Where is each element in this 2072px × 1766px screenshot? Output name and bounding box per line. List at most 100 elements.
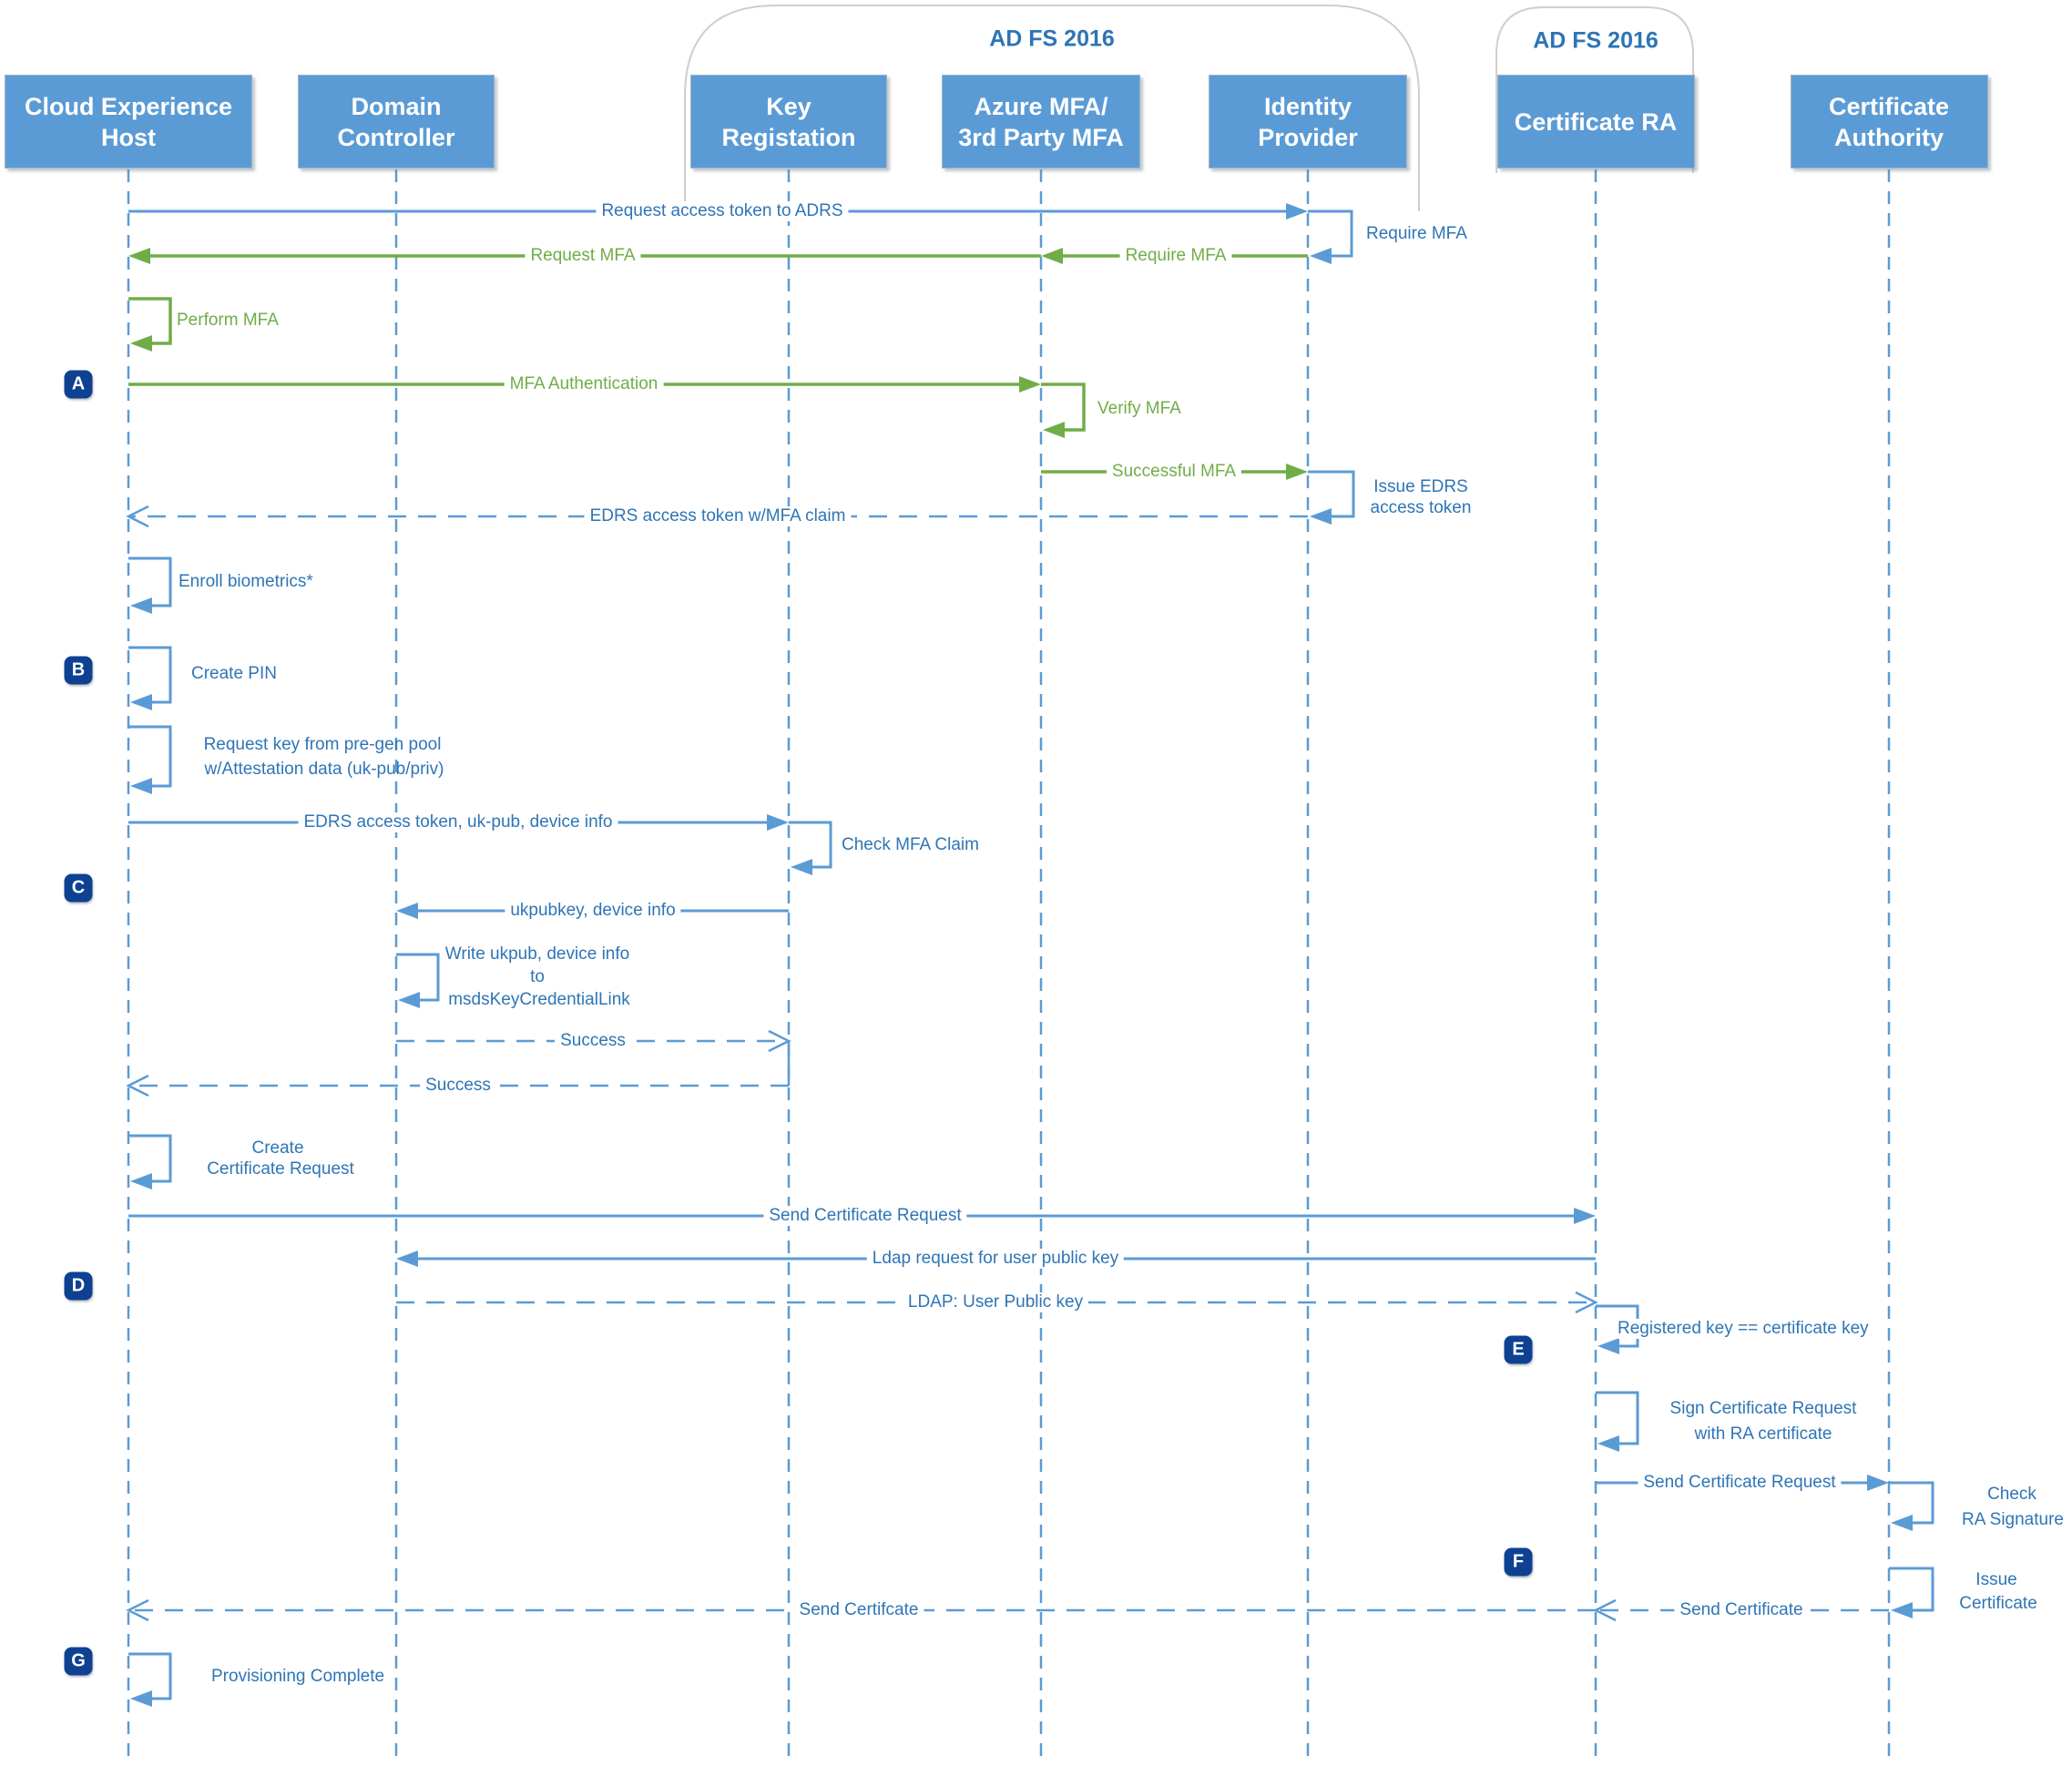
message-label: RA Signature <box>1962 1510 2064 1529</box>
actor-label-line: Host <box>101 123 156 151</box>
arrowhead-open-icon <box>126 505 149 528</box>
self-message-bracket <box>128 1134 172 1183</box>
message-label: Check MFA Claim <box>842 835 979 854</box>
arrowhead-filled-icon <box>130 335 152 352</box>
message-label: Provisioning Complete <box>211 1667 385 1686</box>
actor-label-line: Controller <box>337 123 455 151</box>
message-label: Check <box>1987 1485 2036 1504</box>
message-label: Request MFA <box>525 246 641 266</box>
arrowhead-filled-icon <box>1574 1208 1596 1224</box>
message-label: w/Attestation data (uk-pub/priv) <box>204 760 444 779</box>
message-label: access token <box>1370 498 1472 517</box>
actor-box-certificate-ra: Certificate RA <box>1496 75 1695 168</box>
arrowhead-filled-icon <box>130 1690 152 1707</box>
arrowhead-filled-icon <box>1286 464 1308 480</box>
arrowhead-filled-icon <box>128 248 150 264</box>
message-label: Request access token to ADRS <box>596 201 849 221</box>
message-label: Send Certificate Request <box>1638 1473 1842 1493</box>
message-label: msdsKeyCredentialLink <box>448 990 630 1009</box>
arrowhead-filled-icon <box>130 694 152 710</box>
actor-label-line: Domain <box>351 92 442 120</box>
message-label: Ldap request for user public key <box>866 1249 1125 1269</box>
message-label: MFA Authentication <box>504 374 664 394</box>
message-label: EDRS access token w/MFA claim <box>584 506 852 526</box>
message-label: with RA certificate <box>1694 1424 1832 1444</box>
self-message-bracket <box>128 1652 172 1700</box>
step-badge-f: F <box>1504 1547 1533 1577</box>
arrowhead-open-icon <box>1575 1291 1598 1314</box>
message-label: Success <box>555 1031 631 1051</box>
step-badge-a: A <box>64 370 93 399</box>
self-message-bracket <box>1308 209 1353 258</box>
arrowhead-filled-icon <box>1019 376 1041 393</box>
adfs-group-label-2: AD FS 2016 <box>1533 27 1659 54</box>
message-label: Write ukpub, device info <box>444 944 630 964</box>
message-label: Successful MFA <box>1106 462 1242 482</box>
step-badge-b: B <box>64 656 93 685</box>
arrowhead-filled-icon <box>1597 1338 1619 1354</box>
self-message-bracket <box>1041 383 1086 432</box>
actor-label-line: Certificate RA <box>1514 107 1678 136</box>
message-label: Sign Certificate Request <box>1669 1399 1857 1418</box>
actor-label-line: Azure MFA/ <box>974 92 1108 120</box>
message-label: Issue <box>1975 1570 2017 1589</box>
actor-label-line: Registation <box>721 123 856 151</box>
actor-label-line: Provider <box>1258 123 1358 151</box>
self-message-bracket <box>1308 470 1355 518</box>
arrowhead-filled-icon <box>1891 1515 1913 1531</box>
arrowhead-filled-icon <box>767 814 789 831</box>
arrowhead-filled-icon <box>130 1173 152 1189</box>
arrowhead-open-icon <box>126 1074 149 1097</box>
self-message-bracket <box>128 646 172 704</box>
self-message-bracket <box>128 556 172 607</box>
step-badge-c: C <box>64 873 93 903</box>
self-message-bracket <box>1889 1481 1934 1525</box>
step-badge-g: G <box>64 1647 93 1676</box>
message-label: Certificate Request <box>207 1159 354 1179</box>
arrowhead-filled-icon <box>396 903 418 919</box>
self-message-bracket <box>1596 1391 1639 1445</box>
message-label: Create PIN <box>191 664 277 683</box>
arrowhead-filled-icon <box>1310 508 1332 525</box>
actor-box-azure-mfa-3rd-party-mfa: Azure MFA/3rd Party MFA <box>942 75 1140 168</box>
arrowhead-filled-icon <box>791 859 812 875</box>
message-label: ukpubkey, device info <box>505 901 681 921</box>
message-label: Certificate <box>1959 1594 2037 1613</box>
self-message-bracket <box>128 297 172 345</box>
actor-label-line: Cloud Experience <box>24 92 233 120</box>
step-badge-d: D <box>64 1271 93 1301</box>
arrowhead-filled-icon <box>1891 1602 1913 1618</box>
message-label: Create <box>251 1138 304 1158</box>
message-label: Perform MFA <box>177 311 279 330</box>
arrowhead-filled-icon <box>398 992 420 1008</box>
self-message-bracket <box>128 725 172 788</box>
arrowhead-open-icon <box>126 1598 149 1622</box>
message-label: Verify MFA <box>1097 399 1181 418</box>
message-label: EDRS access token, uk-pub, device info <box>298 812 618 832</box>
message-label: to <box>530 967 545 986</box>
message-label: Send Certifcate <box>793 1600 924 1620</box>
message-label: Send Certificate Request <box>763 1206 967 1226</box>
self-message-bracket <box>1889 1567 1934 1612</box>
self-message-bracket <box>396 953 440 1002</box>
arrowhead-filled-icon <box>1310 248 1332 264</box>
step-badge-e: E <box>1504 1335 1533 1364</box>
arrowhead-filled-icon <box>130 597 152 614</box>
message-label: Require MFA <box>1119 246 1232 266</box>
arrowhead-filled-icon <box>1043 422 1065 438</box>
message-label: LDAP: User Public key <box>902 1292 1089 1312</box>
actor-label-line: Key <box>766 92 811 120</box>
self-message-bracket <box>789 821 832 869</box>
arrowhead-filled-icon <box>130 778 152 794</box>
adfs-group-label-1: AD FS 2016 <box>989 26 1115 52</box>
actor-label-line: Certificate <box>1828 92 1950 120</box>
actor-label-line: 3rd Party MFA <box>958 123 1124 151</box>
message-label: Registered key == certificate key <box>1612 1319 1874 1339</box>
message-label: Request key from pre-gen pool <box>203 735 442 754</box>
arrowhead-filled-icon <box>1041 248 1063 264</box>
